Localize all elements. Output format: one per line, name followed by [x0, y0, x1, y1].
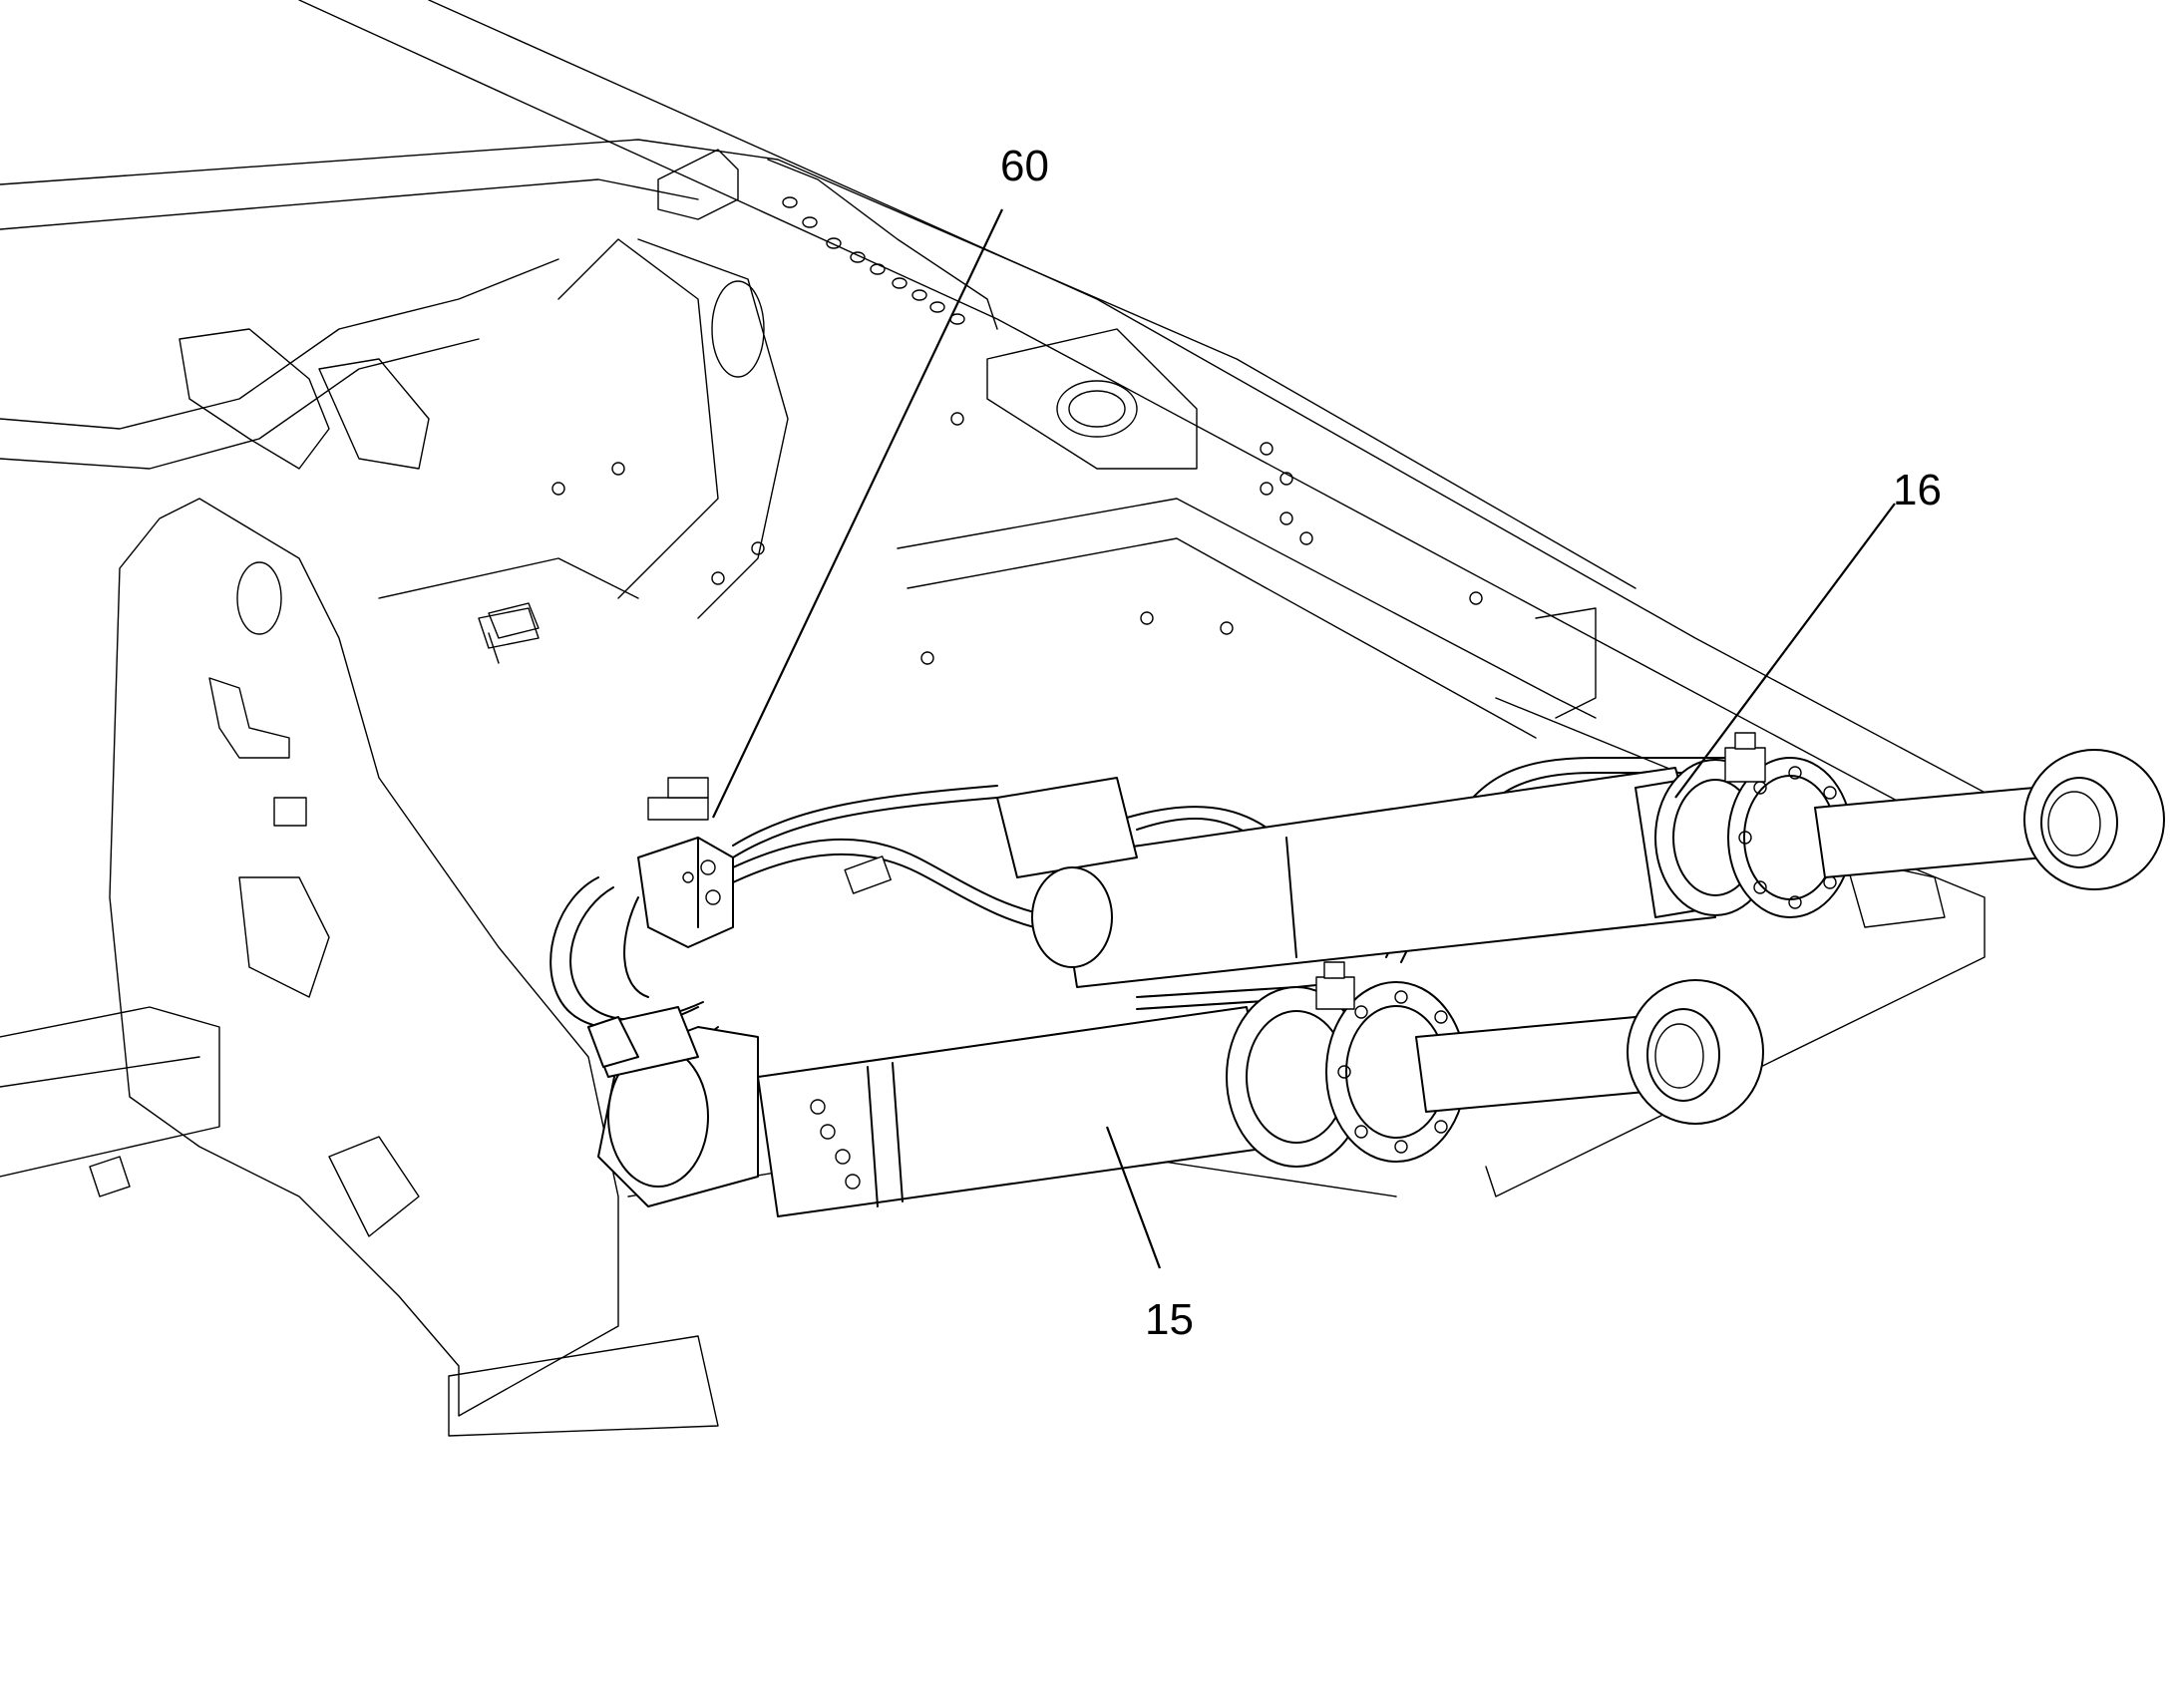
callout-part-16: 16 [1893, 466, 1942, 514]
valve-block-60 [637, 777, 734, 948]
leader-line-15 [1105, 1126, 1162, 1269]
leader-line-16 [1674, 503, 1896, 799]
hydraulic-cylinder-16 [996, 732, 2165, 988]
callout-part-15: 15 [1145, 1295, 1194, 1344]
chassis-frame [0, 0, 1996, 1437]
callout-part-60: 60 [1000, 142, 1049, 190]
leader-line-60 [712, 208, 1003, 819]
hydraulic-cylinder-15 [587, 961, 1764, 1217]
